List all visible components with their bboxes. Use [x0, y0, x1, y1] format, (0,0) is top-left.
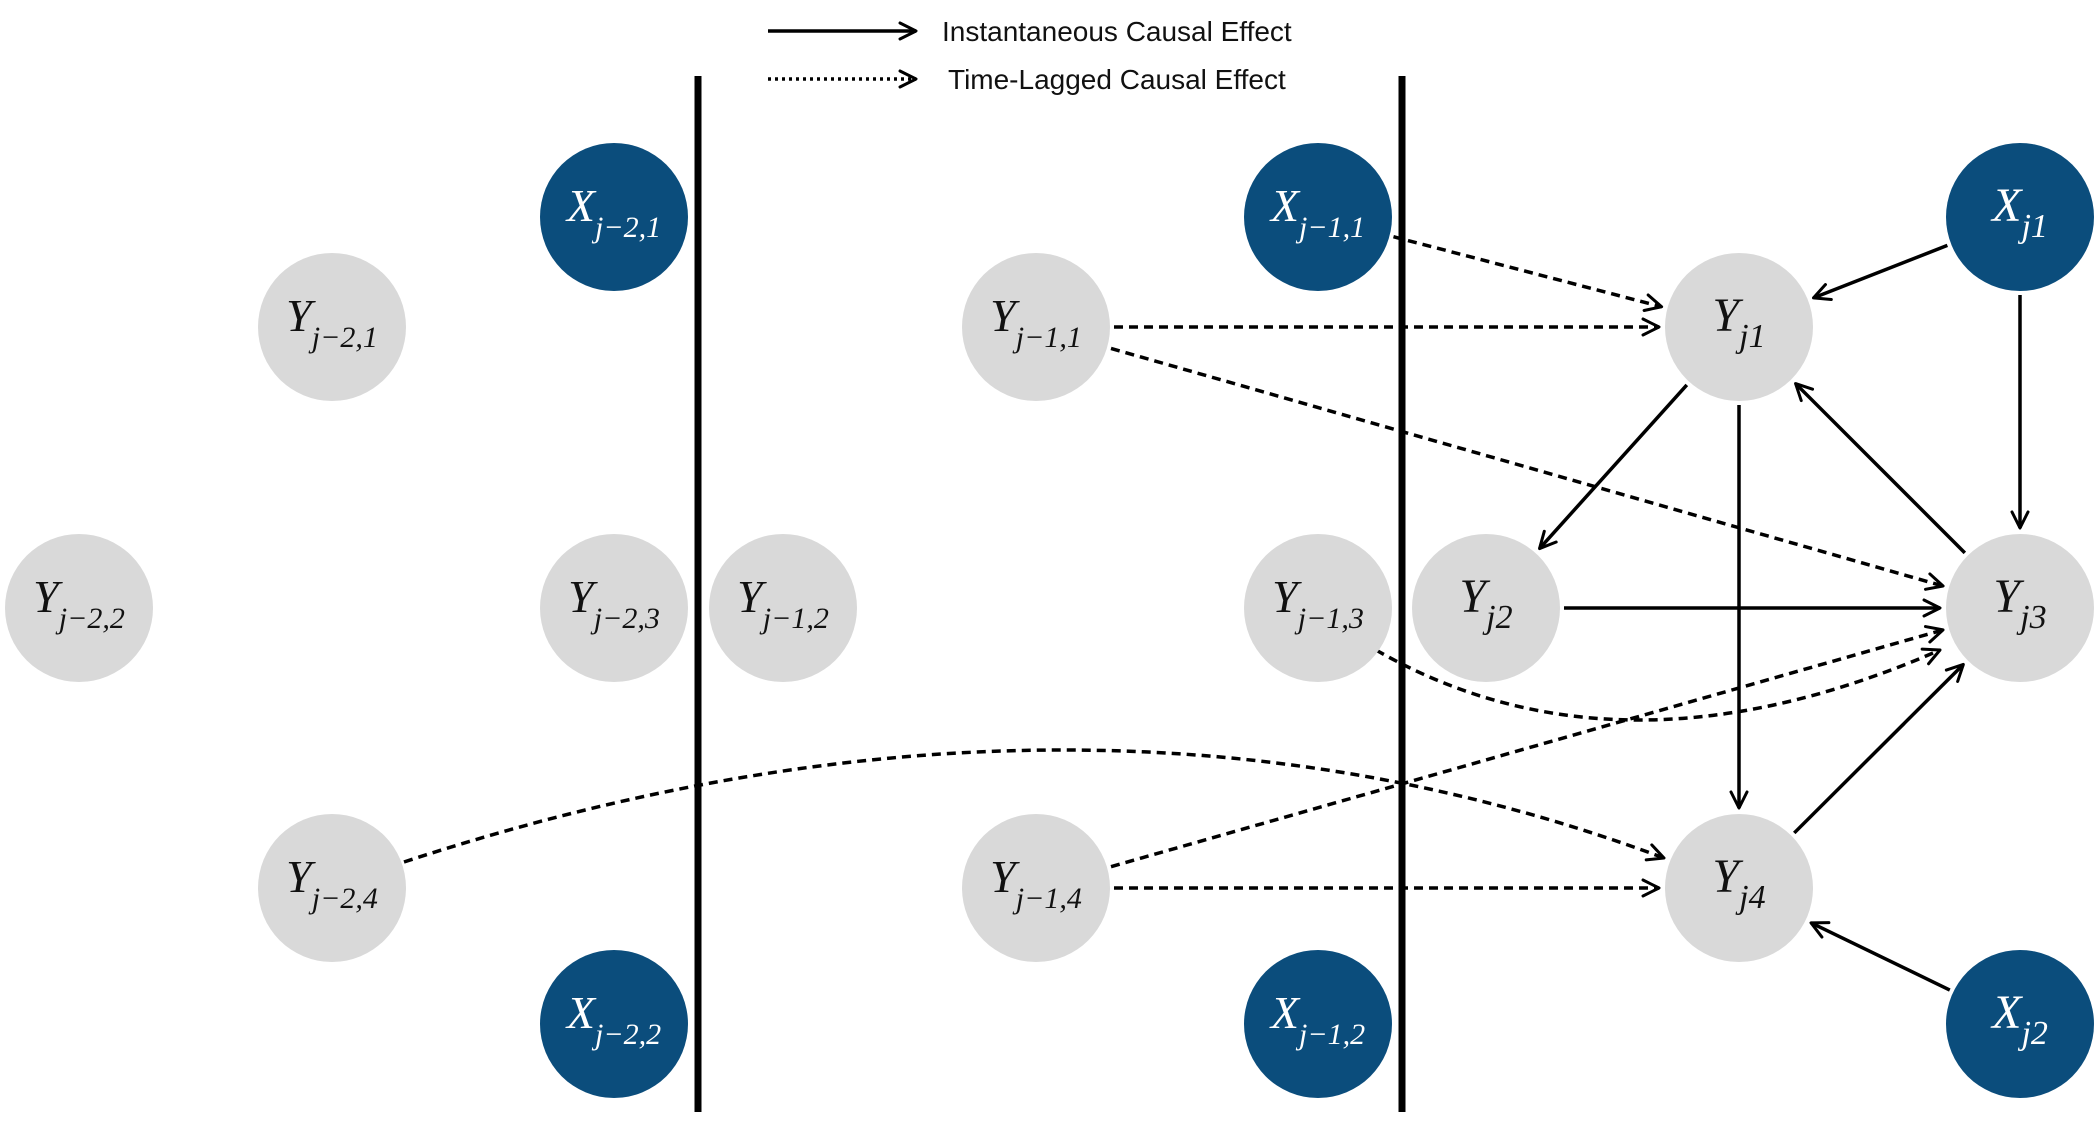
node-Yj11: Yj−1,1	[962, 253, 1110, 401]
node-circle	[1412, 534, 1560, 682]
node-label: Xj−1,2	[1269, 987, 1365, 1051]
edge-Xj11-to-Yj1	[1393, 235, 1664, 312]
node-circle	[540, 950, 688, 1098]
node-circle	[5, 534, 153, 682]
node-Yj12: Yj−1,2	[709, 534, 857, 682]
edge-Yj24-to-Yj4	[403, 748, 1666, 864]
node-Yj4: Yj4	[1665, 814, 1813, 962]
legend: Instantaneous Causal Effect Time-Lagged …	[768, 16, 1292, 95]
legend-time-lagged-label: Time-Lagged Causal Effect	[948, 64, 1286, 95]
node-circle	[1244, 143, 1392, 291]
node-Xj2: Xj2	[1946, 950, 2094, 1098]
edge-Yj13-to-Yj3	[1375, 647, 1942, 722]
edge-Yj1-to-Yj2	[1538, 383, 1689, 551]
node-label: Yj−1,2	[737, 571, 829, 635]
node-Xj12: Xj−1,2	[1244, 950, 1392, 1098]
node-Yj23: Yj−2,3	[540, 534, 688, 682]
node-Yj22: Yj−2,2	[5, 534, 153, 682]
node-label: Yj−2,2	[33, 571, 125, 635]
node-circle	[540, 534, 688, 682]
node-label: Yj2	[1459, 570, 1512, 636]
edge-Yj11-to-Yj3	[1110, 346, 1945, 591]
node-circle	[258, 253, 406, 401]
node-Yj24: Yj−2,4	[258, 814, 406, 962]
node-label: Yj3	[1993, 570, 2046, 636]
node-label: Xj1	[1990, 179, 2048, 245]
edges-layer	[403, 235, 2030, 992]
node-Xj22: Xj−2,2	[540, 950, 688, 1098]
node-label: Yj−1,4	[990, 851, 1082, 915]
node-label: Yj−2,3	[568, 571, 660, 635]
node-Yj14: Yj−1,4	[962, 814, 1110, 962]
node-circle	[1244, 950, 1392, 1098]
node-Yj13: Yj−1,3	[1244, 534, 1392, 682]
node-circle	[258, 814, 406, 962]
node-label: Yj−1,3	[1272, 571, 1364, 635]
legend-instantaneous-label: Instantaneous Causal Effect	[942, 16, 1292, 47]
node-label: Yj4	[1712, 850, 1765, 916]
node-circle	[1244, 534, 1392, 682]
node-circle	[962, 253, 1110, 401]
node-circle	[1946, 143, 2094, 291]
edge-Xj1-to-Yj1	[1811, 243, 1949, 301]
node-circle	[709, 534, 857, 682]
edge-Yj3-to-Yj1	[1794, 382, 1967, 555]
node-circle	[1665, 253, 1813, 401]
node-label: Yj−1,1	[990, 290, 1082, 354]
node-Xj1: Xj1	[1946, 143, 2094, 291]
node-Xj11: Xj−1,1	[1244, 143, 1392, 291]
edge-Yj14-to-Yj3	[1110, 625, 1945, 869]
edge-Yj4-to-Yj3	[1793, 662, 1965, 835]
node-label: Xj2	[1990, 986, 2048, 1052]
node-circle	[1946, 534, 2094, 682]
node-Yj21: Yj−2,1	[258, 253, 406, 401]
node-label: Yj−2,1	[286, 290, 378, 354]
node-Xj21: Xj−2,1	[540, 143, 688, 291]
node-circle	[1665, 814, 1813, 962]
node-Yj1: Yj1	[1665, 253, 1813, 401]
node-label: Xj−2,1	[565, 180, 661, 244]
node-circle	[540, 143, 688, 291]
edge-Xj2-to-Yj4	[1809, 921, 1951, 992]
node-circle	[1946, 950, 2094, 1098]
node-label: Yj1	[1712, 289, 1765, 355]
node-Yj2: Yj2	[1412, 534, 1560, 682]
node-Yj3: Yj3	[1946, 534, 2094, 682]
node-label: Xj−2,2	[565, 987, 661, 1051]
node-label: Xj−1,1	[1269, 180, 1365, 244]
node-label: Yj−2,4	[286, 851, 378, 915]
node-circle	[962, 814, 1110, 962]
